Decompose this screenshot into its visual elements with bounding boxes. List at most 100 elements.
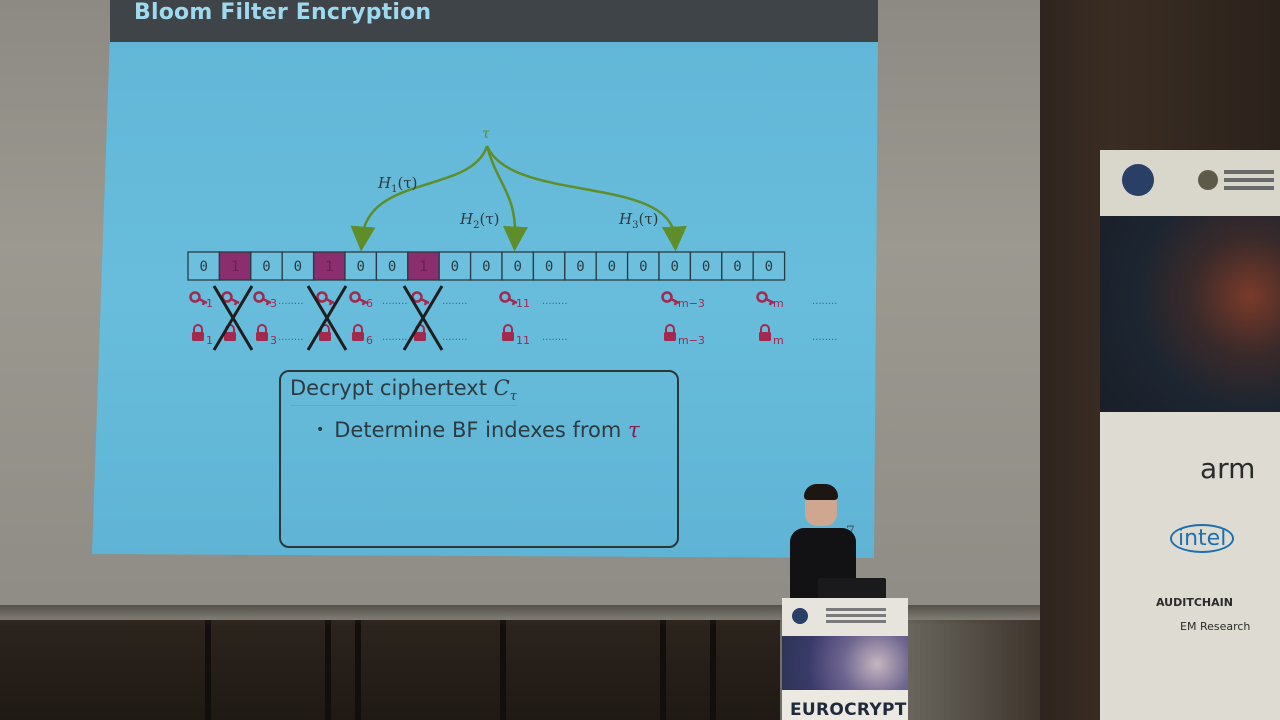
lock-icon xyxy=(192,324,204,341)
screen-stand-leg xyxy=(205,620,211,720)
bit-value: 0 xyxy=(733,259,741,275)
decrypt-block xyxy=(279,370,679,548)
deleted-keys-crosses xyxy=(212,285,444,351)
screen-stand-leg xyxy=(355,620,361,720)
bit-cell xyxy=(469,251,503,281)
bit-value: 1 xyxy=(231,259,239,275)
screen-stand-leg xyxy=(500,620,506,720)
ellipsis-dots: ........ xyxy=(812,296,837,307)
podium-label: EUROCRYPT xyxy=(790,700,907,720)
lock-subscript: m−3 xyxy=(678,334,705,347)
slide-title: Bloom Filter Encryption xyxy=(134,0,432,25)
globe-logo-icon xyxy=(792,608,808,624)
lock-subscript: 6 xyxy=(366,334,373,347)
ellipsis-dots: ........ xyxy=(278,296,303,307)
bit-cell xyxy=(564,251,597,281)
cross-mark-icon xyxy=(306,285,348,351)
key-icon xyxy=(411,291,430,306)
banner-logos xyxy=(1122,164,1274,196)
ellipsis-dots: ........ xyxy=(542,296,567,307)
lock-subscript: m xyxy=(773,334,784,347)
ellipsis-dots: ........ xyxy=(442,296,467,307)
bit-value: 0 xyxy=(451,259,459,275)
key-subscript: m−3 xyxy=(678,297,705,310)
bit-value: 1 xyxy=(325,259,333,275)
screen-stand-leg xyxy=(710,620,716,720)
key-icon xyxy=(349,291,368,306)
bit-cell xyxy=(595,251,629,281)
podium-artwork xyxy=(782,636,908,690)
bit-value: 0 xyxy=(576,259,584,275)
banner-artwork xyxy=(1100,216,1280,412)
bit-cell xyxy=(281,251,315,281)
bit-value: 0 xyxy=(388,259,396,275)
podium-logo-panel xyxy=(782,598,908,638)
bit-cell xyxy=(752,251,786,281)
speaker-hair xyxy=(804,484,838,500)
globe-logo-icon xyxy=(1122,164,1154,196)
bit-value: 0 xyxy=(639,259,647,275)
bit-value: 0 xyxy=(356,259,364,275)
hash-arrow-3 xyxy=(485,145,687,252)
laptop xyxy=(818,578,886,600)
bit-value: 0 xyxy=(482,259,490,275)
sponsor-arm: arm xyxy=(1200,452,1256,485)
bit-cell xyxy=(721,251,754,281)
tau-label: τ xyxy=(482,126,490,142)
bit-value: 0 xyxy=(670,259,678,275)
hash-arrow-1 xyxy=(350,145,489,252)
bit-value: 0 xyxy=(765,259,773,275)
ellipsis-dots: ........ xyxy=(382,296,407,307)
key-subscript: 6 xyxy=(366,297,373,310)
bit-cell xyxy=(344,251,378,281)
lock-icon xyxy=(256,324,268,341)
decrypt-block-title: Decrypt ciphertext Cτ xyxy=(290,376,517,407)
key-icon xyxy=(221,291,240,306)
key-subscript: 11 xyxy=(516,297,530,310)
key-icon xyxy=(756,291,775,306)
bit-cell xyxy=(532,251,566,281)
lock-subscript: 1 xyxy=(206,334,213,347)
ellipsis-dots: ........ xyxy=(542,332,567,343)
key-icon xyxy=(661,291,680,306)
bit-cell xyxy=(438,251,472,281)
lock-icon xyxy=(664,324,676,341)
bit-cell xyxy=(626,251,660,281)
bit-value: 0 xyxy=(545,259,553,275)
ellipsis-dots: ........ xyxy=(382,332,407,343)
sponsor-panel: arm intel AUDITCHAIN EM Research xyxy=(1100,412,1280,720)
ellipsis-dots: ........ xyxy=(812,332,837,343)
lock-icon xyxy=(352,324,364,341)
key-icon xyxy=(316,291,335,306)
bit-cell xyxy=(501,251,535,281)
key-icon xyxy=(189,291,208,306)
slide-header-bar xyxy=(110,0,878,42)
podium-base xyxy=(782,690,908,720)
bit-value: 0 xyxy=(702,259,710,275)
ellipsis-dots: ........ xyxy=(442,332,467,343)
crest-logo-icon xyxy=(1198,170,1218,190)
lock-subscript: 3 xyxy=(270,334,277,347)
key-icon xyxy=(253,291,272,306)
hash-label-2: H2(τ) xyxy=(459,210,499,231)
ellipsis-dots: ........ xyxy=(278,332,303,343)
bit-value: 0 xyxy=(608,259,616,275)
conference-banner-header xyxy=(1100,150,1280,216)
key-subscript: 1 xyxy=(206,297,213,310)
screen-stand-leg xyxy=(660,620,666,720)
key-icon xyxy=(499,291,518,306)
sponsor-em-research: EM Research xyxy=(1180,620,1251,633)
sponsor-intel: intel xyxy=(1170,524,1235,553)
bit-cell xyxy=(658,251,692,281)
sponsor-auditchain: AUDITCHAIN xyxy=(1156,596,1233,609)
screen-stand-leg xyxy=(325,620,331,720)
bit-value: 0 xyxy=(513,259,521,275)
key-subscript: 3 xyxy=(270,297,277,310)
lock-icon xyxy=(759,324,771,341)
bit-value: 0 xyxy=(262,259,270,275)
bit-value: 0 xyxy=(294,259,302,275)
